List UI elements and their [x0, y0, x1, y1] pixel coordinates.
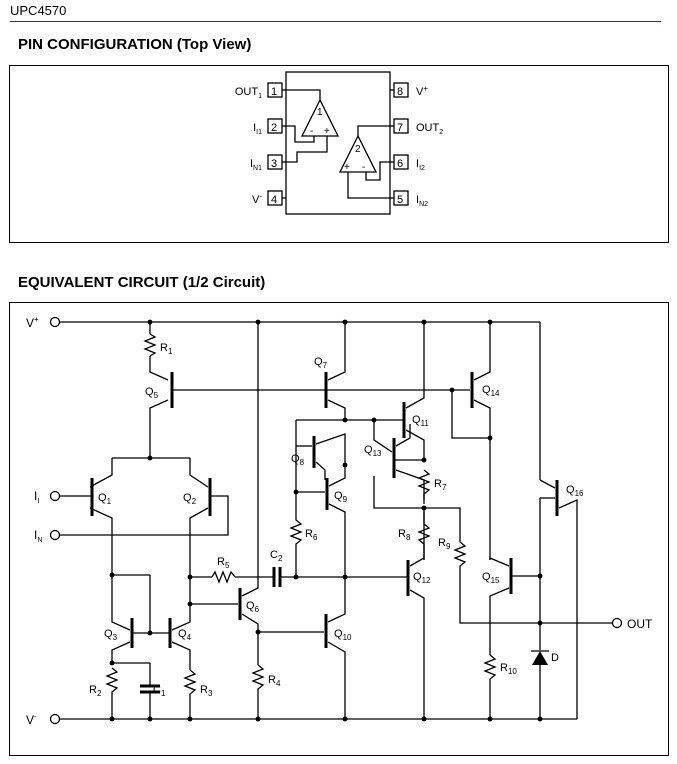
- vminus-terminal: [49, 713, 61, 725]
- resistor-r10: [483, 654, 497, 719]
- pin-5-label: IN2: [416, 194, 428, 208]
- q15-label: Q15: [482, 571, 500, 585]
- resistor-r1: [143, 333, 157, 357]
- pin-configuration-title: PIN CONFIGURATION (Top View): [18, 36, 252, 53]
- ic-package-diagram: 1 2 3 4 8 7 6 5 OUT1 II1 IN1 V- V+ OUT2 …: [235, 71, 443, 215]
- input-i-terminal: [49, 490, 61, 502]
- q11-label: Q11: [412, 414, 429, 428]
- pin-1-number: 1: [271, 86, 277, 98]
- pin-3-number: 3: [271, 158, 277, 170]
- pin-3-label: IN1: [250, 158, 262, 172]
- q9-label: Q9: [334, 490, 348, 504]
- resistor-r7: [417, 469, 431, 504]
- pin-5-number: 5: [397, 194, 403, 206]
- r4-label: R4: [268, 674, 281, 688]
- r6-label: R6: [305, 528, 318, 542]
- q16-label: Q16: [566, 484, 584, 498]
- q4-label: Q4: [178, 628, 192, 642]
- resistor-r2: [105, 667, 119, 719]
- part-number: UPC4570: [10, 3, 67, 18]
- header-rule: [10, 21, 661, 22]
- r1-label: R1: [160, 342, 173, 356]
- r10-label: R10: [500, 662, 517, 676]
- pin-2-label: II1: [253, 122, 262, 136]
- q7-label: Q7: [314, 356, 328, 370]
- resistor-r3: [183, 669, 197, 719]
- r5-label: R5: [217, 556, 230, 570]
- equivalent-circuit-diagram: V+ V- II IN OUT R1 R2 R3 R4 R5 R6 R7 R8 …: [26, 315, 653, 727]
- q3-label: Q3: [104, 628, 118, 642]
- c2-label: C2: [270, 549, 283, 563]
- op-amp-1-noninv-sign: +: [324, 126, 330, 137]
- r3-label: R3: [200, 684, 213, 698]
- q6-label: Q6: [246, 600, 260, 614]
- pin-1-label: OUT1: [235, 86, 262, 100]
- q5-label: Q5: [145, 386, 159, 400]
- pin-configuration-frame: [9, 65, 669, 243]
- q1-label: Q1: [98, 492, 112, 506]
- c1-label: C1: [153, 684, 166, 698]
- q13-label: Q13: [364, 444, 382, 458]
- resistor-r4: [251, 664, 265, 719]
- op-amp-2-inv-sign: -: [362, 162, 365, 173]
- op-amp-2-number: 2: [355, 144, 361, 155]
- equivalent-circuit-title: EQUIVALENT CIRCUIT (1/2 Circuit): [18, 274, 266, 291]
- pin-4-label: V-: [252, 192, 262, 206]
- r9-label: R9: [438, 537, 451, 551]
- d-label: D: [551, 652, 559, 664]
- op-amp-1-inv-sign: -: [310, 126, 313, 137]
- input-n-label: IN: [34, 528, 42, 544]
- op-amp-1-number: 1: [317, 107, 323, 118]
- pin-8-label: V+: [416, 84, 428, 98]
- diode-d: [532, 651, 548, 665]
- r8-label: R8: [398, 528, 411, 542]
- r7-label: R7: [434, 478, 447, 492]
- pin-4-number: 4: [271, 194, 277, 206]
- q14-label: Q14: [482, 384, 500, 398]
- pin-8-number: 8: [397, 86, 403, 98]
- pin-7-label: OUT2: [416, 122, 443, 136]
- q2-label: Q2: [183, 492, 197, 506]
- vminus-label: V-: [26, 712, 37, 727]
- pin-7-number: 7: [397, 122, 403, 134]
- output-terminal: [611, 617, 623, 629]
- vplus-label: V+: [26, 315, 39, 330]
- pin-2-number: 2: [271, 122, 277, 134]
- q12-label: Q12: [413, 571, 431, 585]
- pin-6-number: 6: [397, 158, 403, 170]
- pin-6-label: II2: [416, 158, 425, 172]
- op-amp-2-symbol: [338, 134, 378, 173]
- equivalent-circuit-frame: [9, 302, 669, 756]
- op-amp-1-symbol: [300, 98, 340, 137]
- r2-label: R2: [89, 684, 102, 698]
- op-amp-2-noninv-sign: +: [344, 162, 350, 173]
- resistor-r6: [289, 492, 303, 577]
- resistor-r9: [424, 507, 612, 624]
- output-label: OUT: [627, 617, 653, 631]
- resistor-r5: [211, 570, 236, 584]
- ic-body: [285, 71, 391, 215]
- q10-label: Q10: [334, 628, 352, 642]
- q8-label: Q8: [291, 453, 305, 467]
- input-n-terminal: [49, 529, 61, 541]
- vplus-terminal: [49, 316, 61, 328]
- input-i-label: II: [34, 489, 39, 505]
